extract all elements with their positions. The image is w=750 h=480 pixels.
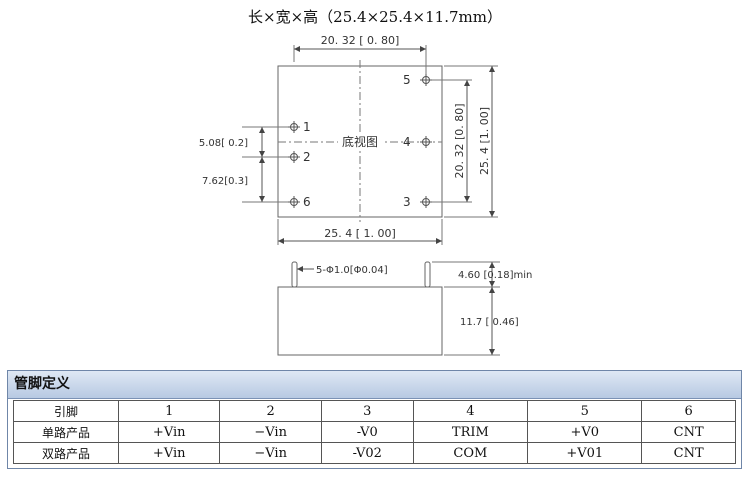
- table-cell: CNT: [641, 421, 736, 443]
- pin-table-grid: 引脚 1 2 3 4 5 6 单路产品 +Vin −Vin -V0 TRIM +…: [13, 400, 736, 464]
- table-cell: +V0: [527, 421, 643, 443]
- column-header: 1: [117, 400, 221, 422]
- dim-pin-diameter: 5-Φ1.0[Φ0.04]: [316, 265, 388, 276]
- pin-marker-3: 3: [403, 195, 432, 209]
- pin-label-6: 6: [303, 195, 311, 209]
- pin-label-1: 1: [303, 120, 311, 134]
- table-cell: CNT: [641, 442, 736, 464]
- dim-pin-length: 4.60 [0.18]min: [458, 270, 532, 281]
- dimension-title: 长×宽×高（25.4×25.4×11.7mm）: [248, 8, 502, 26]
- table-header-row: 引脚 1 2 3 4 5 6: [13, 400, 736, 422]
- table-cell: COM: [412, 442, 529, 464]
- side-pin-right: [424, 261, 431, 288]
- dim-width-top: 20. 32 [ 0. 80]: [321, 34, 400, 47]
- pin-label-3: 3: [403, 195, 411, 209]
- column-header: 3: [320, 400, 414, 422]
- pin-marker-1: 1: [288, 120, 311, 134]
- pin-marker-6: 6: [288, 195, 311, 209]
- row-label: 双路产品: [13, 442, 119, 464]
- table-cell: -V02: [320, 442, 414, 464]
- pin-definition-table: 管脚定义 引脚 1 2 3 4 5 6 单路产品 +Vin −Vin -V0 T…: [7, 370, 742, 469]
- table-cell: −Vin: [219, 442, 322, 464]
- table-cell: TRIM: [412, 421, 529, 443]
- pin-table-header: 管脚定义: [8, 371, 741, 399]
- column-header: 2: [219, 400, 322, 422]
- table-cell: +Vin: [117, 421, 221, 443]
- bottom-view-label: 底视图: [342, 134, 378, 149]
- dim-pin-pitch-a: 5.08[ 0.2]: [199, 138, 248, 149]
- table-cell: -V0: [320, 421, 414, 443]
- table-cell: +V01: [527, 442, 643, 464]
- pin-label-2: 2: [303, 150, 311, 164]
- table-row: 双路产品 +Vin −Vin -V02 COM +V01 CNT: [13, 442, 736, 464]
- column-header: 4: [412, 400, 529, 422]
- row-label: 单路产品: [13, 421, 119, 443]
- pin-marker-4: 4: [403, 135, 432, 149]
- dim-pin-pitch-b: 7.62[0.3]: [202, 176, 248, 187]
- dim-height-outer: 25. 4 [1. 00]: [478, 107, 491, 175]
- table-cell: +Vin: [117, 442, 221, 464]
- dim-body-height: 11.7 [ 0.46]: [460, 317, 519, 328]
- pin-label-5: 5: [403, 73, 411, 87]
- dim-width-bottom: 25. 4 [ 1. 00]: [324, 227, 396, 240]
- table-row: 单路产品 +Vin −Vin -V0 TRIM +V0 CNT: [13, 421, 736, 443]
- module-outline-side-view: [277, 286, 443, 356]
- column-header: 6: [641, 400, 736, 422]
- side-pin-left: [291, 261, 298, 288]
- pin-marker-5: 5: [403, 73, 432, 87]
- pin-label-4: 4: [403, 135, 411, 149]
- column-header: 引脚: [13, 400, 119, 422]
- pin-marker-2: 2: [288, 150, 311, 164]
- dim-height-inner: 20. 32 [0. 80]: [453, 103, 466, 178]
- column-header: 5: [527, 400, 643, 422]
- mechanical-drawing: 底视图 1 2 6 5 4 3 20. 32 [ 0. 80] 25. 4 [ …: [199, 34, 532, 356]
- table-cell: −Vin: [219, 421, 322, 443]
